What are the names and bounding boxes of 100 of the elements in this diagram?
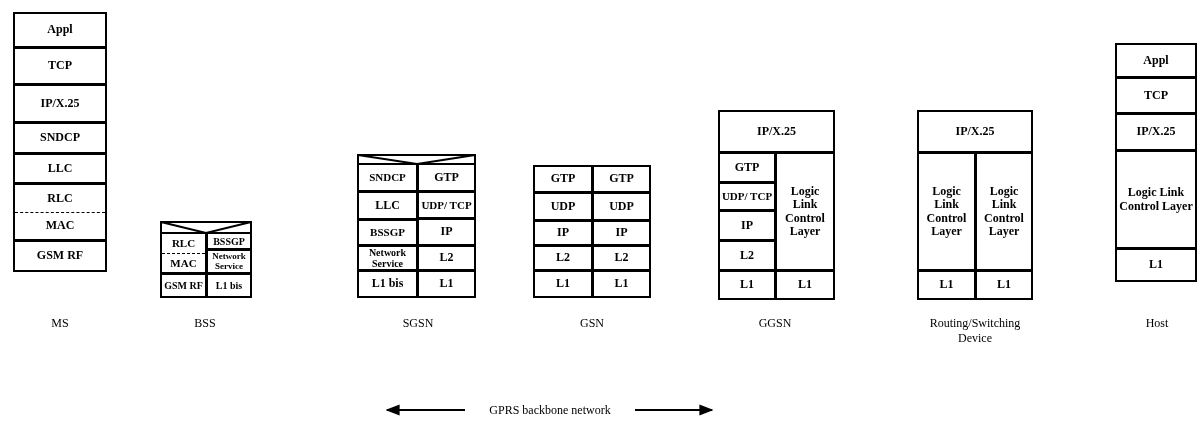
protocol-layer-box — [206, 273, 252, 298]
layer-label: GSM RF — [164, 280, 203, 291]
protocol-layer-box — [417, 191, 476, 219]
layer-label: Logic Link Control Layer — [983, 185, 1025, 238]
protocol-layer-box — [718, 210, 776, 241]
protocol-layer-box — [592, 245, 651, 271]
layer-label: L1 bis — [371, 277, 404, 291]
layer-label: Appl — [1143, 53, 1169, 68]
protocol-layer-box — [1115, 43, 1197, 78]
protocol-layer-box — [417, 163, 476, 192]
layer-label: MAC — [45, 219, 75, 233]
protocol-layer-box — [160, 232, 207, 274]
layer-label: L1 — [614, 277, 629, 291]
protocol-layer-box — [592, 220, 651, 246]
stack-label: GSN — [579, 316, 605, 331]
span-label: GPRS backbone network — [488, 403, 612, 418]
protocol-layer-box — [13, 47, 107, 85]
layer-label: L1 — [740, 278, 754, 292]
stack-label: GGSN — [757, 316, 793, 331]
protocol-layer-box — [718, 182, 776, 211]
layer-label: TCP — [1144, 88, 1168, 103]
protocol-layer-box — [206, 249, 252, 274]
layer-label: GTP — [550, 172, 576, 186]
layer-label: Network Service — [367, 247, 408, 269]
layer-label: Network Service — [211, 251, 247, 272]
protocol-layer-box — [417, 245, 476, 271]
stack-label: BSS — [193, 316, 217, 331]
layer-label: GTP — [434, 170, 459, 185]
protocol-layer-box — [357, 191, 418, 220]
protocol-layer-box — [160, 273, 207, 298]
protocol-layer-box — [533, 192, 593, 221]
layer-label: IP — [615, 226, 628, 240]
protocol-layer-box — [917, 152, 976, 271]
protocol-layer-box — [13, 12, 107, 48]
layer-label: UDP — [609, 199, 634, 214]
layer-label: IP/X.25 — [757, 124, 796, 139]
protocol-layer-box — [13, 84, 107, 123]
layer-label: SNDCP — [369, 171, 406, 184]
protocol-layer-box — [592, 192, 651, 221]
protocol-layer-box — [1115, 248, 1197, 282]
layer-label: L1 — [997, 278, 1011, 292]
layer-label: Appl — [47, 23, 73, 37]
protocol-layer-box — [1115, 113, 1197, 151]
layer-label: IP — [741, 218, 753, 233]
protocol-layer-box — [357, 163, 418, 192]
layer-label: SNDCP — [40, 131, 80, 145]
layer-label: IP/X.25 — [40, 96, 80, 111]
layer-label: RLC — [47, 191, 73, 205]
protocol-layer-box — [718, 240, 776, 271]
layer-label: IP — [440, 225, 453, 239]
protocol-layer-box — [718, 152, 776, 183]
layer-label: UDP — [550, 199, 576, 214]
protocol-layer-box — [533, 165, 593, 193]
layer-label: L1 — [798, 278, 812, 292]
protocol-layer-box — [357, 270, 418, 298]
protocol-layer-box — [206, 232, 252, 250]
protocol-layer-box — [718, 270, 776, 300]
stack-label: SGSN — [401, 316, 435, 331]
stack-label: Routing/Switching Device — [928, 316, 1022, 346]
protocol-layer-box — [417, 218, 476, 246]
layer-label: LLC — [47, 161, 73, 176]
stack-label: Host — [1144, 316, 1170, 331]
layer-label: L1 — [556, 277, 570, 291]
layer-label: Logic Link Control Layer — [784, 185, 826, 238]
layer-label: L2 — [439, 251, 454, 265]
stack-label: MS — [50, 316, 70, 331]
layer-label: RLC — [171, 237, 196, 250]
layer-label: L2 — [614, 251, 629, 265]
layer-label: LLC — [375, 198, 400, 213]
protocol-layer-box — [1115, 150, 1197, 249]
protocol-layer-box — [592, 165, 651, 193]
layer-label: UDP/ TCP — [421, 198, 472, 212]
protocol-layer-box — [718, 110, 835, 153]
layer-label: L2 — [740, 248, 754, 263]
protocol-layer-box — [13, 153, 107, 184]
layer-label: TCP — [48, 59, 72, 73]
layer-label: L1 — [939, 278, 954, 292]
protocol-layer-box — [13, 240, 107, 272]
layer-label: L1 — [1149, 258, 1163, 272]
layer-label: IP/X.25 — [1136, 125, 1176, 139]
layer-label: GTP — [734, 160, 760, 175]
protocol-layer-box — [975, 152, 1033, 271]
layer-label: UDP/ TCP — [721, 190, 773, 203]
protocol-layer-box — [917, 270, 976, 300]
layer-label: BSSGP — [370, 226, 405, 239]
layer-label: L1 — [439, 277, 454, 291]
protocol-layer-box — [533, 270, 593, 298]
protocol-layer-box — [775, 270, 835, 300]
layer-label: Logic Link Control Layer — [1118, 186, 1194, 213]
protocol-layer-box — [775, 152, 835, 271]
protocol-layer-box — [592, 270, 651, 298]
layer-label: GSM RF — [36, 249, 84, 263]
layer-label: Logic Link Control Layer — [925, 185, 968, 238]
protocol-layer-box — [13, 122, 107, 154]
protocol-layer-box — [533, 220, 593, 246]
protocol-layer-box — [533, 245, 593, 271]
layer-label: IP — [557, 226, 569, 240]
layer-label: MAC — [170, 256, 197, 269]
protocol-layer-box — [417, 270, 476, 298]
protocol-layer-box — [917, 110, 1033, 153]
